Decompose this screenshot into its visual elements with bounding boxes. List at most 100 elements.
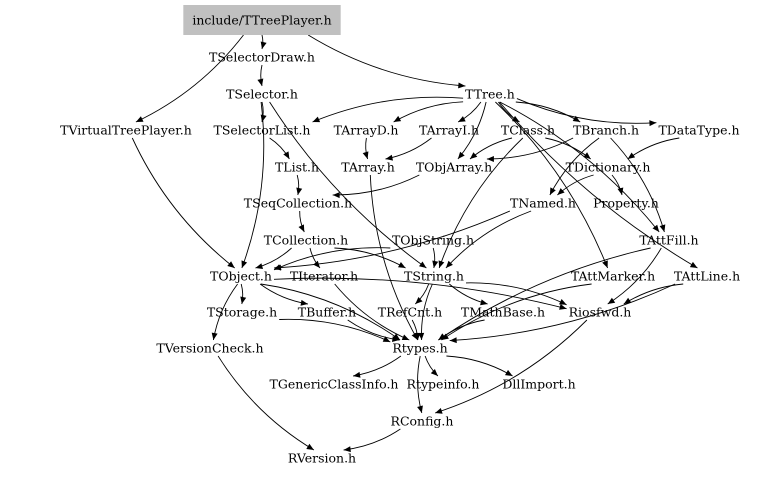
header-nodes: include/TTreePlayer.hTSelectorDraw.hTSel…: [57, 5, 743, 466]
node-label: TNamed.h: [510, 196, 576, 211]
node-label: TArrayD.h: [334, 123, 399, 138]
node-tclass[interactable]: TClass.h: [498, 122, 558, 138]
edge-titerator-to-rtypes: [334, 283, 410, 341]
node-tarrayd[interactable]: TArrayD.h: [331, 122, 402, 138]
node-riosfwd[interactable]: Riosfwd.h: [566, 304, 635, 320]
node-label: TBranch.h: [573, 123, 639, 138]
node-tbuffer[interactable]: TBuffer.h: [295, 304, 359, 320]
edge-arrowhead: [559, 299, 567, 305]
node-ttreeplayer[interactable]: include/TTreePlayer.h: [183, 5, 341, 35]
edge-tselector-to-tobject: [241, 101, 265, 269]
node-tcollection[interactable]: TCollection.h: [261, 232, 351, 248]
node-tselectorlist[interactable]: TSelectorList.h: [211, 122, 314, 138]
node-tattmarker[interactable]: TAttMarker.h: [568, 268, 658, 284]
node-tseqcollection[interactable]: TSeqCollection.h: [241, 195, 355, 211]
edge-arrowhead: [623, 297, 632, 304]
edge-arrowhead: [559, 304, 567, 310]
node-label: Rtypes.h: [392, 341, 447, 356]
edge-arrowhead: [362, 151, 369, 159]
edge-tselector-to-tstring: [269, 101, 427, 269]
node-rtypeinfo[interactable]: Rtypeinfo.h: [404, 376, 483, 392]
edge-arrowhead: [572, 115, 581, 122]
edge-arrowhead: [415, 297, 423, 304]
edge-arrowhead: [627, 152, 636, 159]
node-rversion[interactable]: RVersion.h: [285, 450, 359, 466]
node-label: TTree.h: [465, 87, 515, 102]
edge-arrowhead: [583, 152, 591, 159]
node-label: TAttMarker.h: [571, 269, 655, 284]
node-tlist[interactable]: TList.h: [272, 159, 322, 175]
node-titerator[interactable]: TIterator.h: [287, 268, 361, 284]
node-tmathbase[interactable]: TMathBase.h: [458, 304, 548, 320]
node-tselector[interactable]: TSelector.h: [223, 86, 301, 102]
node-trefcnt[interactable]: TRefCnt.h: [375, 304, 445, 320]
node-label: TRefCnt.h: [378, 305, 442, 320]
edge-arrowhead: [332, 192, 340, 199]
node-tvirtualtreeplayer[interactable]: TVirtualTreePlayer.h: [57, 122, 195, 138]
node-label: RVersion.h: [288, 451, 356, 466]
edge-arrowhead: [480, 299, 488, 306]
node-label: TList.h: [275, 160, 319, 175]
node-tbranch[interactable]: TBranch.h: [570, 122, 642, 138]
node-label: TGenericClassInfo.h: [270, 377, 399, 392]
node-tselectordraw[interactable]: TSelectorDraw.h: [206, 49, 318, 65]
node-tdictionary[interactable]: TDictionary.h: [563, 159, 654, 175]
edge-arrowhead: [689, 261, 698, 268]
edge-arrowhead: [300, 299, 308, 306]
edge-tnamed-to-tobject: [273, 210, 511, 269]
node-label: TArrayI.h: [419, 123, 479, 138]
node-tstorage[interactable]: TStorage.h: [204, 304, 280, 320]
edge-arrowhead: [617, 187, 624, 195]
node-tstring[interactable]: TString.h: [401, 268, 467, 284]
node-tdatatype[interactable]: TDataType.h: [655, 122, 742, 138]
node-tattline[interactable]: TAttLine.h: [671, 268, 743, 284]
edge-arrowhead: [283, 151, 290, 159]
node-tobjstring[interactable]: TObjString.h: [389, 232, 477, 248]
edge-arrowhead: [652, 224, 660, 232]
node-dllimport[interactable]: DllImport.h: [499, 376, 578, 392]
node-tnamed[interactable]: TNamed.h: [507, 195, 579, 211]
node-tobject[interactable]: TObject.h: [207, 268, 275, 284]
edge-arrowhead: [435, 408, 443, 414]
edge-arrowhead: [255, 263, 263, 269]
edge-arrowhead: [549, 187, 556, 195]
node-ttree[interactable]: TTree.h: [462, 86, 518, 102]
edge-arrowhead: [457, 151, 465, 159]
edge-tattline-to-rtypes: [449, 283, 676, 342]
node-label: TBuffer.h: [298, 305, 356, 320]
edge-arrowhead: [211, 332, 218, 340]
edge-arrowhead: [458, 82, 466, 89]
edge-ttree-to-tattfill: [499, 101, 660, 233]
node-tarray[interactable]: TArray.h: [338, 159, 398, 175]
node-label: TStorage.h: [207, 305, 277, 320]
node-label: TVirtualTreePlayer.h: [60, 123, 192, 138]
edge-tobjarray-to-tseqcollection: [332, 174, 420, 196]
node-label: TAttFill.h: [639, 233, 698, 248]
edge-tbranch-to-tobjarray: [486, 137, 574, 160]
edge-ttree-to-tattline: [499, 101, 698, 269]
edge-arrowhead: [659, 224, 666, 232]
edge-arrowhead: [343, 446, 351, 453]
node-label: TSelectorList.h: [214, 123, 311, 138]
edge-ttreeplayer-to-tvirtualtreeplayer: [135, 34, 244, 123]
node-tgenericclassinfo[interactable]: TGenericClassInfo.h: [267, 376, 402, 392]
node-tversioncheck[interactable]: TVersionCheck.h: [153, 340, 266, 356]
node-label: TObject.h: [210, 269, 272, 284]
edge-arrowhead: [313, 260, 320, 268]
node-label: TVersionCheck.h: [156, 341, 263, 356]
node-tattfill[interactable]: TAttFill.h: [636, 232, 701, 248]
edge-arrowhead: [306, 443, 314, 450]
node-label: TSeqCollection.h: [244, 196, 352, 211]
edge-arrowhead: [382, 336, 391, 342]
node-property[interactable]: Property.h: [590, 195, 662, 211]
node-tarrayi[interactable]: TArrayI.h: [416, 122, 482, 138]
edge-tobject-to-rtypes: [260, 283, 401, 341]
edge-arrowhead: [470, 152, 478, 159]
edge-tobjstring-to-tobject: [273, 247, 391, 271]
node-rtypes[interactable]: Rtypes.h: [389, 340, 450, 356]
edge-tbranch-to-tattfill: [610, 137, 665, 233]
node-tobjarray[interactable]: TObjArray.h: [413, 159, 495, 175]
node-rconfig[interactable]: RConfig.h: [388, 413, 457, 429]
edge-arrowhead: [241, 260, 248, 268]
